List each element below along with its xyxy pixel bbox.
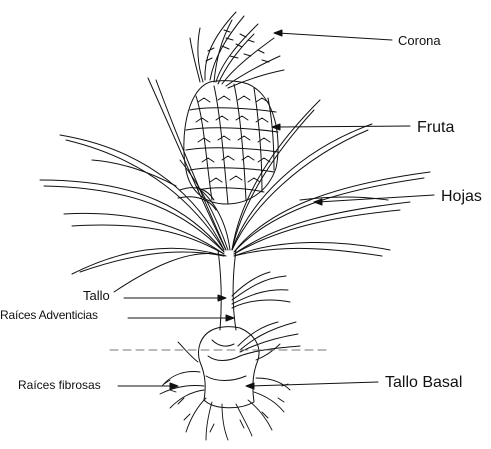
basal-stem-illustration <box>199 327 260 408</box>
sucker-leaves-illustration <box>232 272 300 356</box>
label-corona: Corona <box>398 34 441 47</box>
roots-illustration <box>160 342 290 440</box>
label-fruta: Fruta <box>417 120 454 136</box>
label-hojas: Hojas <box>441 189 482 205</box>
label-tallo-basal: Tallo Basal <box>385 375 462 391</box>
label-raices-fibrosas: Raíces fibrosas <box>18 379 101 391</box>
label-raices-adventicias: Raíces Adventicias <box>0 309 98 321</box>
crown-illustration <box>190 12 284 88</box>
label-tallo: Tallo <box>83 289 110 302</box>
